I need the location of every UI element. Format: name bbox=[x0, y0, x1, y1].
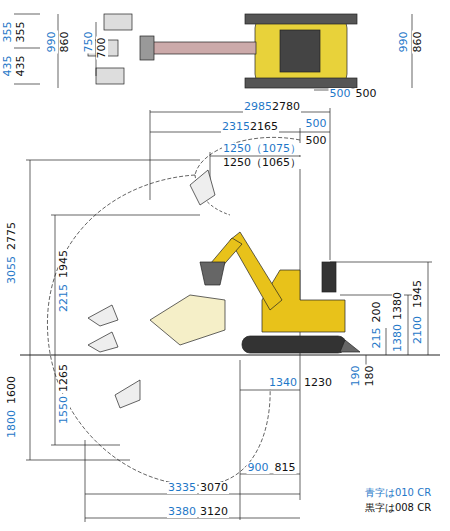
dimension-label: 500 bbox=[355, 88, 378, 100]
dimension-label: 3380 bbox=[167, 506, 197, 518]
color-note: 青字は010 CR bbox=[364, 487, 432, 499]
dimension-label: 500 bbox=[305, 135, 328, 147]
dimension-label: 2315 bbox=[221, 121, 251, 133]
dimension-label: 860 bbox=[59, 31, 71, 54]
dimension-label: 2780 bbox=[271, 101, 301, 113]
dimension-label: 2985 bbox=[243, 101, 273, 113]
dimension-label: 1550 bbox=[58, 395, 70, 425]
dimension-label: 180 bbox=[364, 365, 376, 388]
dimension-label: 435 bbox=[2, 55, 14, 78]
color-note: 黒字は008 CR bbox=[364, 502, 432, 514]
dimension-label: 1265 bbox=[58, 363, 70, 393]
dimension-label: 1600 bbox=[6, 375, 18, 405]
dimension-label: 815 bbox=[274, 462, 297, 474]
dimension-label: 2775 bbox=[6, 221, 18, 251]
dimension-label: 215 bbox=[371, 327, 383, 350]
dimension-label: 1380 bbox=[392, 291, 404, 321]
dimension-label: 355 bbox=[2, 21, 14, 44]
dimension-label: 1945 bbox=[58, 249, 70, 279]
dimension-label: 500 bbox=[305, 118, 328, 130]
dimension-label: 1230 bbox=[303, 377, 333, 389]
dimension-label: 900 bbox=[247, 462, 270, 474]
dimension-label: 3055 bbox=[6, 255, 18, 285]
dimension-label: 3070 bbox=[199, 482, 229, 494]
dimension-label: 1945 bbox=[412, 279, 424, 309]
dimension-label: 190 bbox=[350, 365, 362, 388]
dimension-label: 860 bbox=[412, 31, 424, 54]
dimension-label: 435 bbox=[15, 55, 27, 78]
dimension-label: 1380 bbox=[392, 323, 404, 353]
dimension-label: 2165 bbox=[249, 121, 279, 133]
dimension-label: 1800 bbox=[6, 409, 18, 439]
dimension-label: 355 bbox=[15, 21, 27, 44]
dimension-label: 200 bbox=[371, 301, 383, 324]
dimension-label: 2215 bbox=[58, 283, 70, 313]
dimension-label: 990 bbox=[398, 31, 410, 54]
dimension-label: 1250（1065） bbox=[222, 157, 302, 169]
dimension-label: 500 bbox=[329, 88, 352, 100]
dimension-label: 3120 bbox=[199, 506, 229, 518]
dimension-label: 3335 bbox=[167, 482, 197, 494]
dimension-label: 700 bbox=[96, 37, 108, 60]
dimension-label: 990 bbox=[46, 31, 58, 54]
dimension-label: 2100 bbox=[412, 315, 424, 345]
dimension-label: 750 bbox=[83, 31, 95, 54]
dimension-label: 1340 bbox=[268, 377, 298, 389]
dimension-label: 1250（1075） bbox=[222, 143, 302, 155]
